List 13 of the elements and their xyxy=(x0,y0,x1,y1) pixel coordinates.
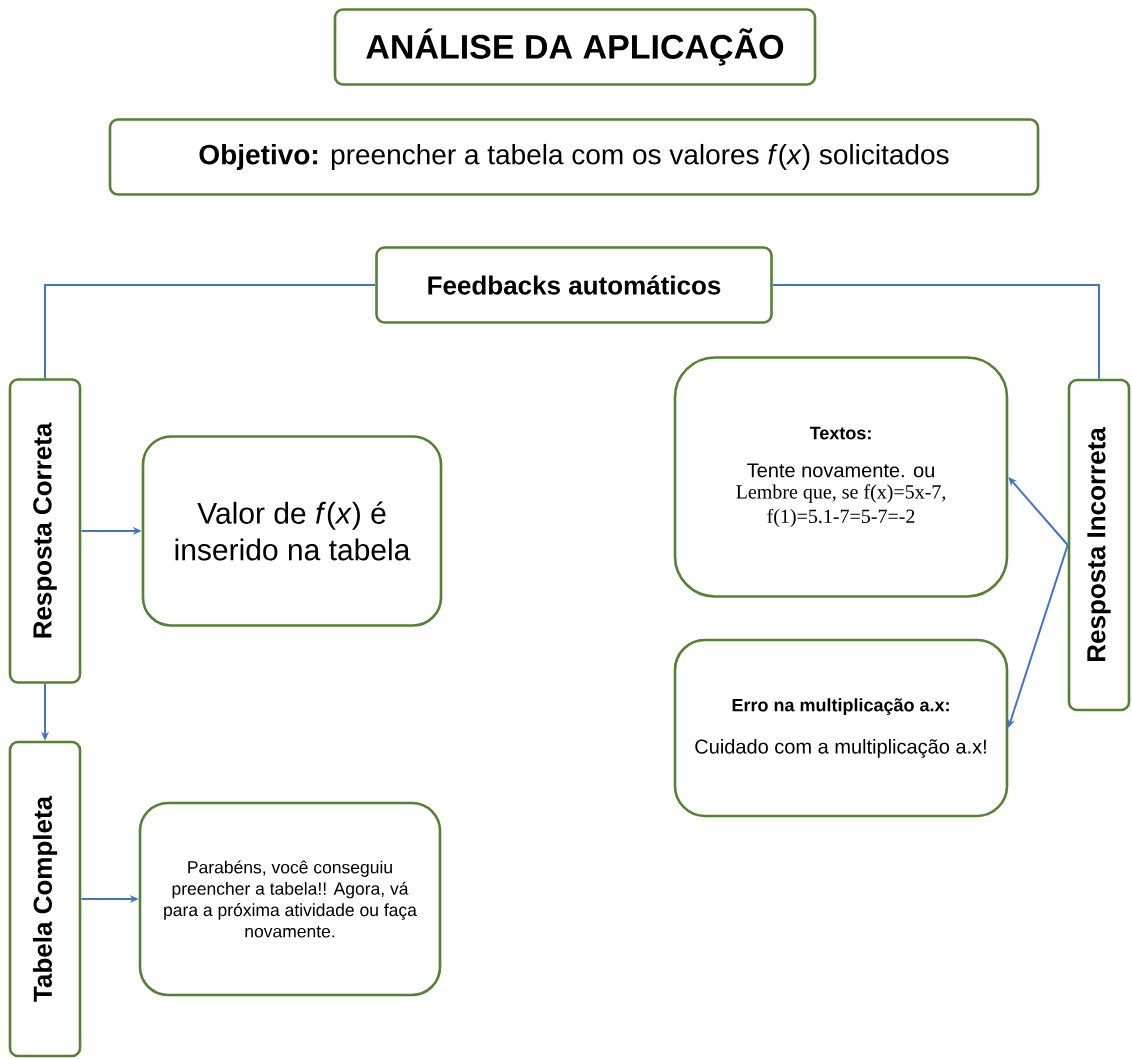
feedback-box: Textos: Tente novamente. ou Lembre que, se f(x)=5x-7, f(1)=5.1-7=5-7=-2 xyxy=(673,356,1009,598)
heading-box: Feedbacks automáticos xyxy=(375,246,773,324)
connector xyxy=(44,284,377,380)
feedback-box: Erro na multiplicação a.x: Cuidado com a multiplicação a.x! xyxy=(673,638,1009,818)
feedback-box: Parabéns, você conseguiu preencher a tabela!! Agora, vá para a próxima atividade ou faça novamente. xyxy=(138,801,442,997)
vertical-label-box: Resposta Incorreta xyxy=(1067,378,1131,712)
feedback-box: Valor de f(x) é inserido na tabela xyxy=(141,435,443,627)
connector xyxy=(1008,477,1069,546)
vertical-label-box: Resposta Correta xyxy=(8,378,82,684)
connector xyxy=(771,284,1100,380)
objective-box: Objetivo: preencher a tabela com os valores f(x) solicitados xyxy=(108,118,1040,196)
vertical-label-box: Tabela Completa xyxy=(8,740,82,1058)
title-box: ANÁLISE DA APLICAÇÃO xyxy=(333,8,817,86)
